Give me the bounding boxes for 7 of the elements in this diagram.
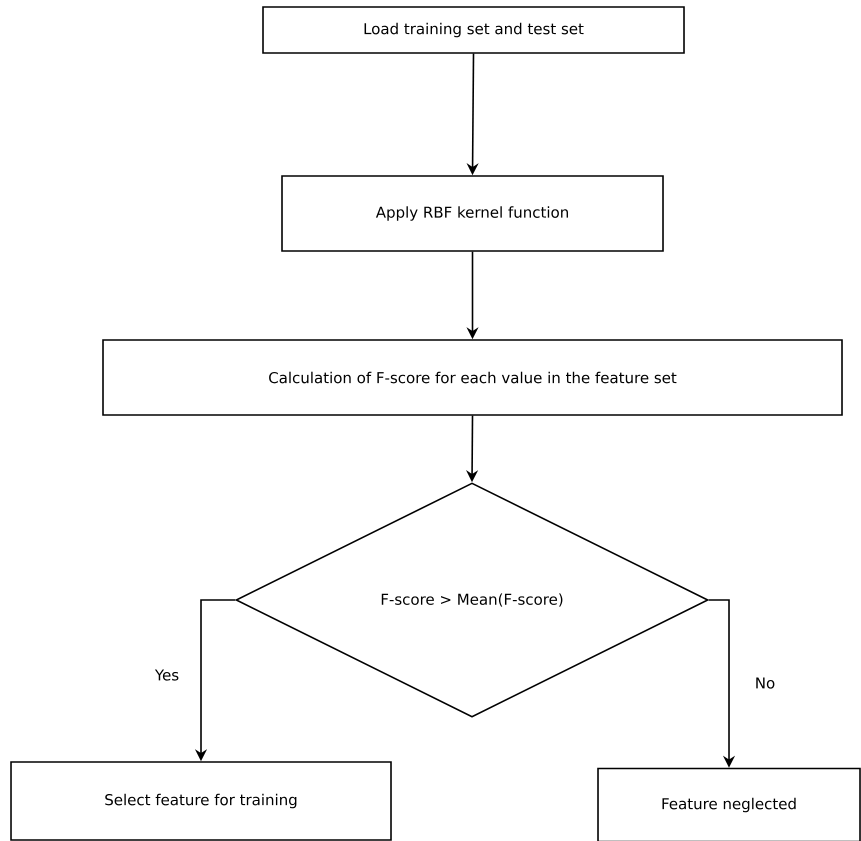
process-box: Calculation of F-score for each value in the feature set [102, 339, 843, 416]
edge-label: No [754, 676, 776, 690]
process-box: Select feature for training [10, 761, 392, 841]
process-box: Apply RBF kernel function [281, 175, 664, 252]
edge-label: Yes [154, 668, 180, 682]
process-box: Load training set and test set [262, 6, 685, 54]
process-box: Feature neglected [597, 768, 861, 841]
